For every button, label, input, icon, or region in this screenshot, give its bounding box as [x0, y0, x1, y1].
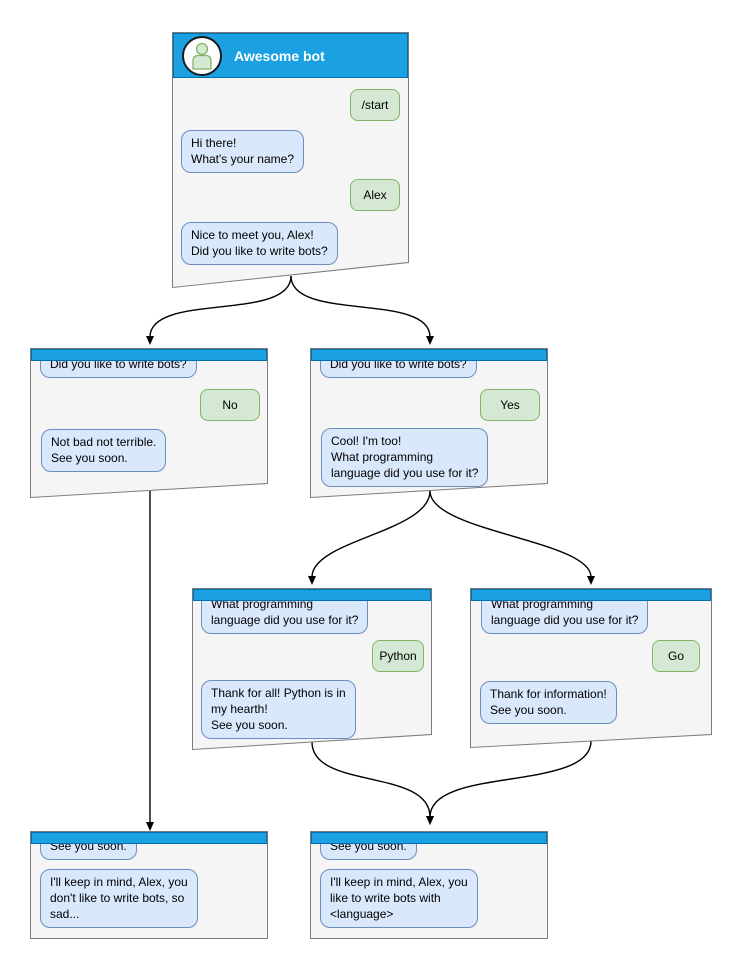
chat-window-end-no: See you soon. I'll keep in mind, Alex, y… — [30, 831, 268, 939]
bot-message: Thank for all! Python is in my hearth! S… — [201, 680, 356, 739]
bot-message: I'll keep in mind, Alex, you like to wri… — [320, 869, 478, 928]
chat-window-branch-no: Did you like to write bots? No Not bad n… — [30, 348, 268, 498]
bot-message: Not bad not terrible. See you soon. — [41, 429, 167, 472]
user-message: No — [200, 389, 260, 421]
window-title: Awesome bot — [234, 47, 325, 64]
connector-go-to-end — [426, 740, 592, 825]
user-message: Go — [652, 640, 700, 672]
user-message: Yes — [480, 389, 540, 421]
window-titlebar — [31, 349, 267, 361]
person-icon — [192, 42, 212, 70]
chat-window-python: What programming language did you use fo… — [192, 588, 432, 750]
bot-message: Thank for information! See you soon. — [480, 681, 617, 724]
bot-avatar — [182, 35, 222, 76]
user-message: Alex — [350, 179, 400, 211]
window-titlebar — [193, 589, 431, 601]
bot-message: Cool! I'm too! What programming language… — [321, 428, 489, 487]
chat-window-end-yes: See you soon. I'll keep in mind, Alex, y… — [310, 831, 548, 939]
bot-message: Nice to meet you, Alex! Did you like to … — [181, 222, 338, 265]
bot-message: Hi there! What's your name? — [181, 130, 305, 173]
chat-window-branch-yes: Did you like to write bots? Yes Cool! I'… — [310, 348, 548, 498]
window-titlebar — [471, 589, 711, 601]
connector-yes-to-go — [429, 490, 595, 585]
user-message: /start — [350, 89, 400, 121]
connector-python-to-end — [311, 741, 434, 825]
chat-window-start: /start Hi there! What's your name? Alex … — [172, 32, 409, 288]
window-titlebar — [311, 832, 547, 844]
user-message: Python — [372, 640, 424, 672]
window-titlebar — [311, 349, 547, 361]
connector-yes-to-python — [308, 490, 431, 585]
window-titlebar — [31, 832, 267, 844]
window-titlebar: Awesome bot — [173, 33, 408, 78]
bot-message: I'll keep in mind, Alex, you don't like … — [40, 869, 198, 928]
chat-window-go: What programming language did you use fo… — [470, 588, 712, 748]
